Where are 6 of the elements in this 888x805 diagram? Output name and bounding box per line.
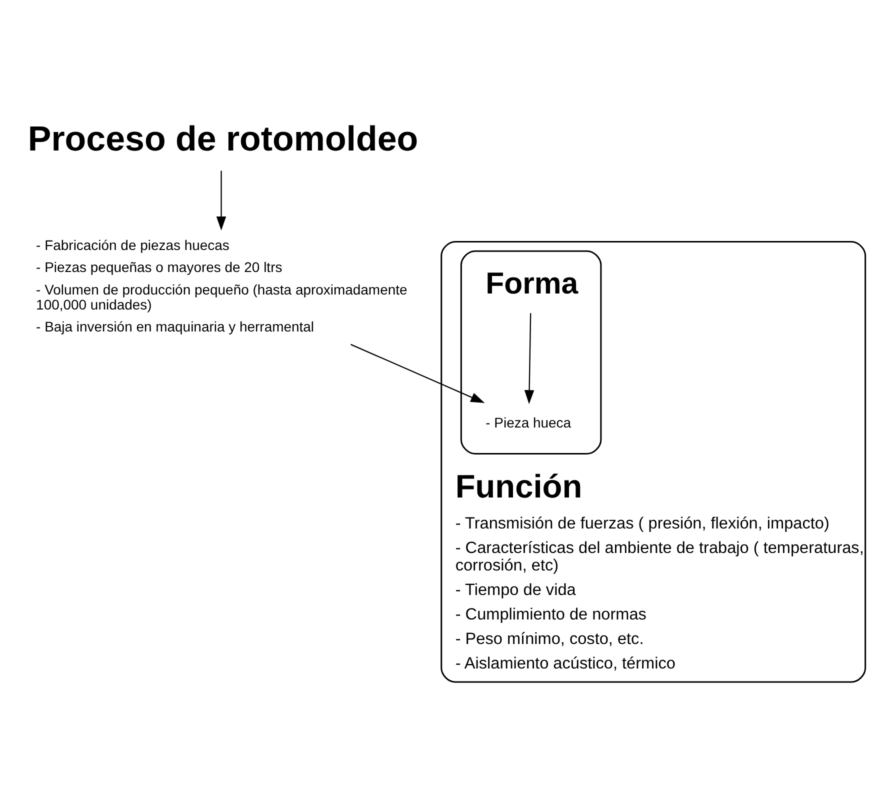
node-text: - Fabricación de piezas huecas - Piezas pequeñas o mayores de 20 ltrs - Volumen de producción pequeño (hasta aproximadamente 100,000 unidades) - Baja inversión en maquinaria y herramental [36,237,408,335]
arrow [216,170,226,230]
arrow [524,313,534,404]
node-text: Proceso de rotomoldeo [28,119,418,158]
node-text: - Pieza hueca [486,414,572,431]
arrow [350,344,485,404]
